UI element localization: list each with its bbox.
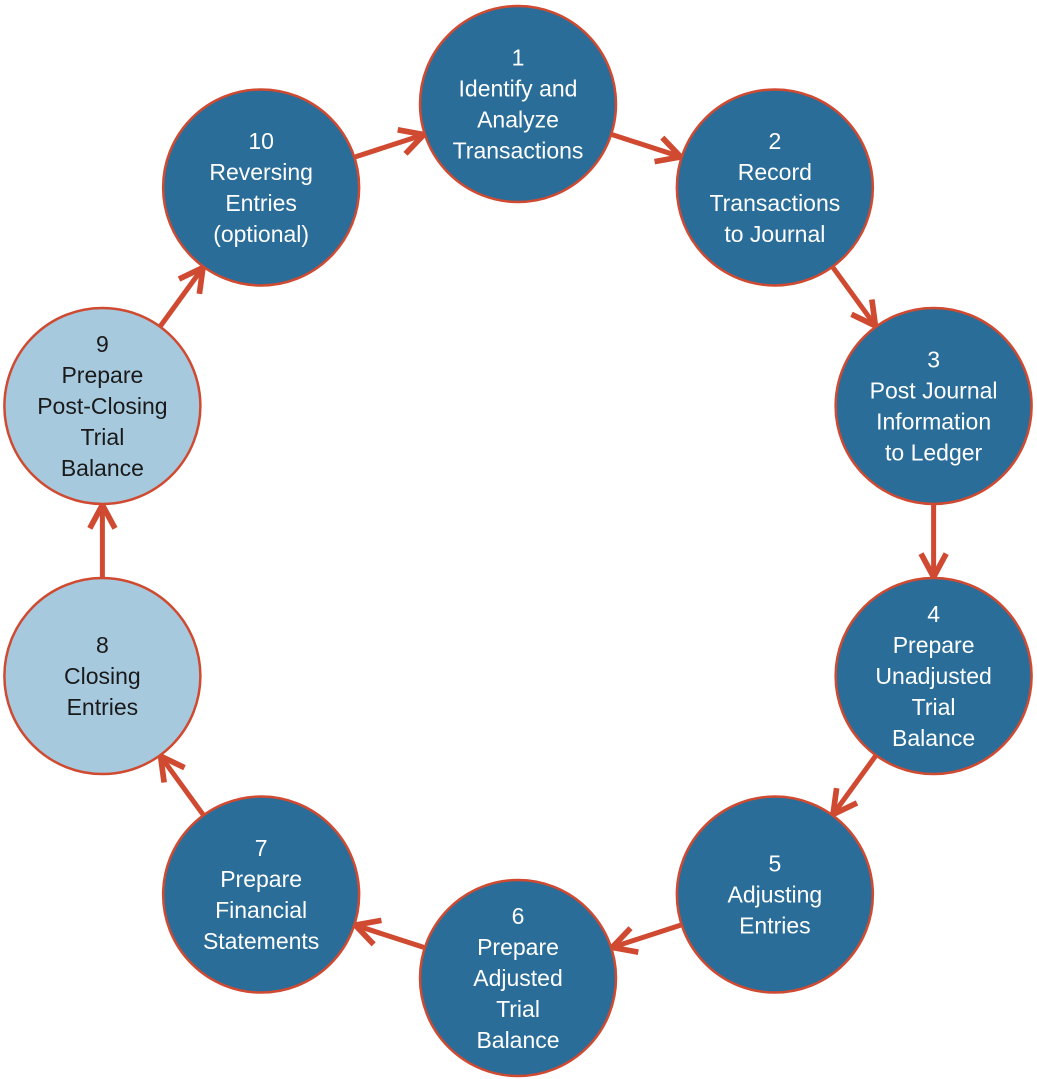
arrow-4-to-5 [835,754,878,812]
step-3-circle [834,306,1033,506]
arrow-7-to-8 [162,759,205,816]
step-2-circle [675,88,875,287]
step-6-circle [418,878,618,1078]
step-10-circle [161,88,361,287]
arrow-5-to-6 [615,922,682,946]
step-7-circle [161,795,361,994]
arrow-2-to-3 [831,266,874,324]
step-5-circle [675,795,875,994]
step-1-circle [418,4,618,204]
step-4-circle [834,576,1033,776]
arrow-1-to-2 [611,132,678,156]
arrow-6-to-7 [358,926,425,950]
arrow-9-to-10 [158,270,202,328]
step-9-circle [3,306,202,506]
step-8-circle [3,576,202,776]
arrow-10-to-1 [354,136,421,160]
